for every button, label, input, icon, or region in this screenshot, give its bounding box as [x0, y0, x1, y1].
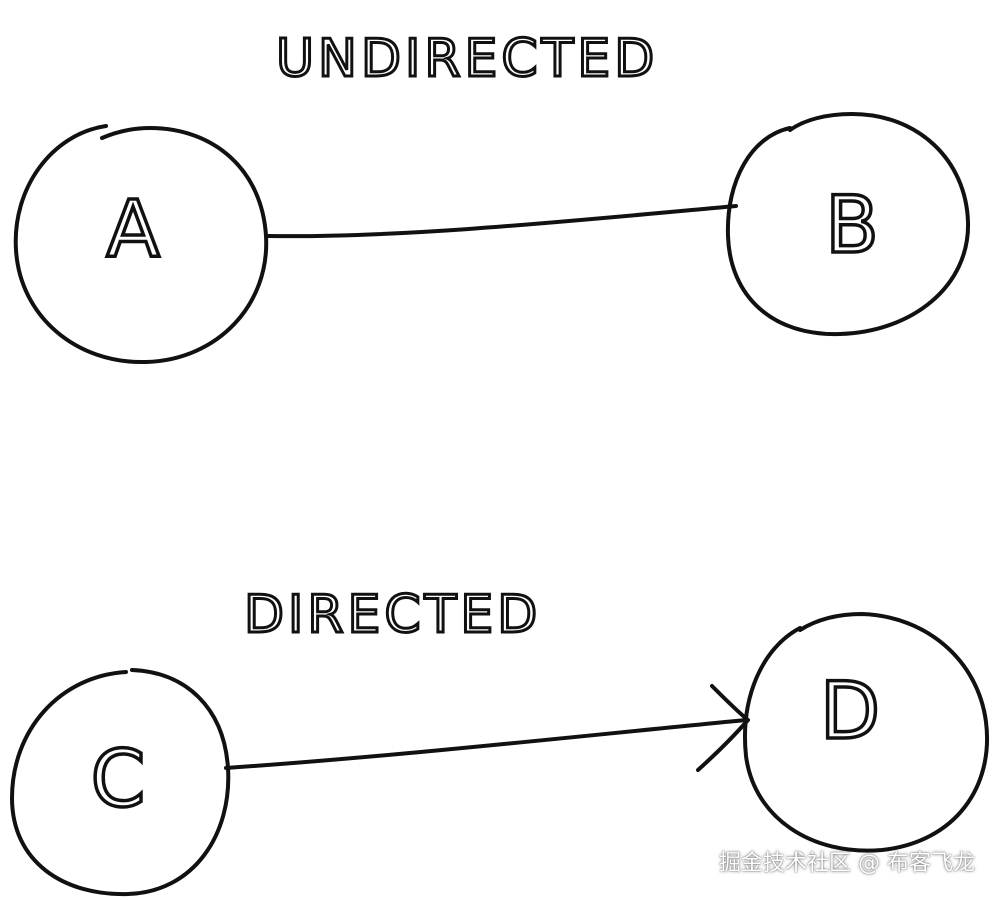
- node-d-circle: [743, 612, 989, 853]
- node-a-label: A: [106, 185, 159, 275]
- watermark-text: 掘金技术社区 @ 布客飞龙: [719, 851, 975, 876]
- arrowhead-icon: [696, 684, 750, 772]
- node-b-label: B: [825, 181, 879, 271]
- node-b-circle: [725, 112, 971, 337]
- undirected-edge: [266, 204, 738, 239]
- node-a-circle: [13, 124, 269, 365]
- directed-title: DIRECTED: [244, 585, 541, 645]
- node-c-label: C: [91, 735, 145, 825]
- node-c-circle: [10, 668, 231, 897]
- undirected-title: UNDIRECTED: [276, 29, 658, 89]
- node-d-label: D: [820, 667, 880, 757]
- directed-edge: [224, 718, 748, 770]
